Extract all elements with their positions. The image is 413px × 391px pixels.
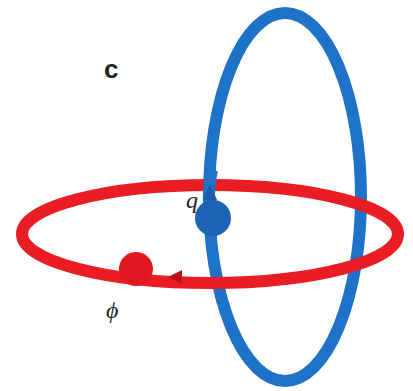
red-arrowhead [168, 270, 182, 284]
blue-charge-ball [195, 200, 231, 236]
charge-label: q [186, 188, 198, 212]
red-flux-ball [119, 252, 153, 286]
red-ring [22, 185, 398, 283]
flux-label: ϕ [106, 298, 118, 322]
blue-arrowhead [203, 184, 217, 200]
panel-letter: c [104, 56, 118, 82]
